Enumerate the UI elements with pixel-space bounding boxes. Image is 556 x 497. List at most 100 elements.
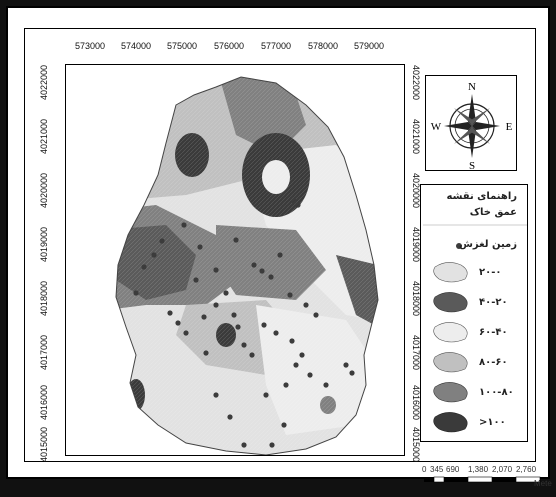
landslide-points: [133, 198, 355, 448]
soil-depth-map: [115, 76, 379, 455]
x-tick-label: 575000: [167, 41, 198, 51]
y-tick-label: 4021000: [411, 119, 421, 155]
landslide-point: [203, 350, 209, 356]
scale-label: 690: [446, 465, 460, 474]
scale-bar-graphic: [424, 476, 541, 483]
map-canvas[interactable]: [65, 64, 405, 456]
scale-label: 345: [430, 465, 444, 474]
landslide-legend-marker: [456, 243, 462, 249]
landslide-point: [343, 362, 349, 368]
legend-class-label: ۱۰۰-۸۰: [479, 387, 514, 398]
y-tick-label: 4016000: [39, 385, 49, 421]
landslide-point: [323, 382, 329, 388]
landslide-point: [235, 324, 241, 330]
landslide-point: [259, 268, 265, 274]
legend-title: راهنمای نقشه: [446, 191, 518, 202]
x-tick-label: 578000: [308, 41, 339, 51]
landslide-point: [293, 362, 299, 368]
y-tick-label: 4021000: [39, 119, 49, 155]
y-tick-label: 4015000: [411, 427, 421, 463]
map-layout: 573000 574000 575000 576000 577000 57800…: [24, 28, 552, 488]
landslide-point: [249, 352, 255, 358]
landslide-point: [197, 244, 203, 250]
landslide-point: [213, 267, 219, 273]
legend-class-label: ۸۰-۶۰: [479, 357, 508, 368]
y-tick-label: 4020000: [39, 173, 49, 209]
x-tick-label: 579000: [354, 41, 385, 51]
landslide-point: [349, 370, 355, 376]
landslide-point: [287, 292, 293, 298]
y-tick-label: 4018000: [39, 281, 49, 317]
x-tick-label: 577000: [261, 41, 292, 51]
landslide-point: [251, 262, 257, 268]
compass-w: W: [431, 121, 442, 133]
scale-bar: 0 345 690 1,380 2,070 2,760 Mete: [422, 457, 552, 497]
landslide-point: [268, 274, 274, 280]
y-tick-label: 4020000: [411, 173, 421, 209]
y-tick-label: 4017000: [411, 335, 421, 371]
landslide-point: [159, 238, 165, 244]
landslide-point: [141, 264, 147, 270]
y-tick-label: 4019000: [411, 227, 421, 263]
legend: راهنمای نقشه عمق خاک زمین لغزش ۲۰-۰ ۴۰-۲…: [420, 184, 528, 442]
legend-subtitle: عمق خاک: [469, 207, 517, 218]
landslide-point: [241, 342, 247, 348]
x-tick-label: 573000: [75, 41, 106, 51]
landslide-point: [213, 392, 219, 398]
legend-class-label: ۱۰۰<: [479, 417, 506, 428]
x-tick-label: 576000: [214, 41, 245, 51]
scale-label: 2,070: [492, 465, 513, 474]
landslide-point: [167, 310, 173, 316]
landslide-point: [223, 290, 229, 296]
basin-layers: [116, 77, 378, 455]
landslide-point: [303, 302, 309, 308]
landslide-point: [283, 382, 289, 388]
landslide-point: [231, 312, 237, 318]
north-arrow-box: N S W E: [425, 75, 517, 172]
legend-class-label: ۲۰-۰: [479, 267, 502, 278]
landslide-point: [299, 352, 305, 358]
y-tick-label: 4015000: [39, 427, 49, 463]
landslide-point: [201, 314, 207, 320]
landslide-point: [241, 442, 247, 448]
scale-label: 2,760: [516, 465, 537, 474]
x-tick-label: 574000: [121, 41, 152, 51]
scale-unit: Mete: [534, 479, 552, 488]
landslide-point: [133, 290, 139, 296]
landslide-legend-label: زمین لغزش: [459, 239, 517, 250]
y-tick-label: 4022000: [411, 65, 421, 101]
landslide-point: [289, 338, 295, 344]
y-tick-label: 4017000: [39, 335, 49, 371]
landslide-point: [313, 312, 319, 318]
landslide-point: [263, 392, 269, 398]
compass-e: E: [506, 121, 513, 133]
scale-label: 0: [422, 465, 427, 474]
compass-rose-icon: N S W E: [431, 81, 513, 172]
scale-label: 1,380: [468, 465, 489, 474]
y-tick-label: 4018000: [411, 281, 421, 317]
landslide-point: [273, 330, 279, 336]
landslide-point: [269, 442, 275, 448]
landslide-point: [295, 202, 301, 208]
compass-s: S: [469, 160, 475, 172]
y-tick-label: 4016000: [411, 385, 421, 421]
legend-class-label: ۴۰-۲۰: [479, 297, 508, 308]
landslide-point: [183, 330, 189, 336]
landslide-point: [307, 372, 313, 378]
legend-class-label: ۶۰-۴۰: [479, 327, 508, 338]
landslide-point: [181, 222, 187, 228]
landslide-point: [291, 198, 297, 204]
landslide-point: [277, 252, 283, 258]
landslide-point: [233, 237, 239, 243]
basin-outline: [115, 76, 379, 455]
landslide-point: [213, 302, 219, 308]
landslide-point: [175, 320, 181, 326]
landslide-point: [227, 414, 233, 420]
landslide-point: [261, 322, 267, 328]
landslide-point: [193, 277, 199, 283]
compass-n: N: [468, 81, 476, 93]
map-frame: 573000 574000 575000 576000 577000 57800…: [6, 6, 552, 488]
legend-swatches: [423, 224, 527, 433]
y-tick-label: 4019000: [39, 227, 49, 263]
y-tick-label: 4022000: [39, 65, 49, 101]
